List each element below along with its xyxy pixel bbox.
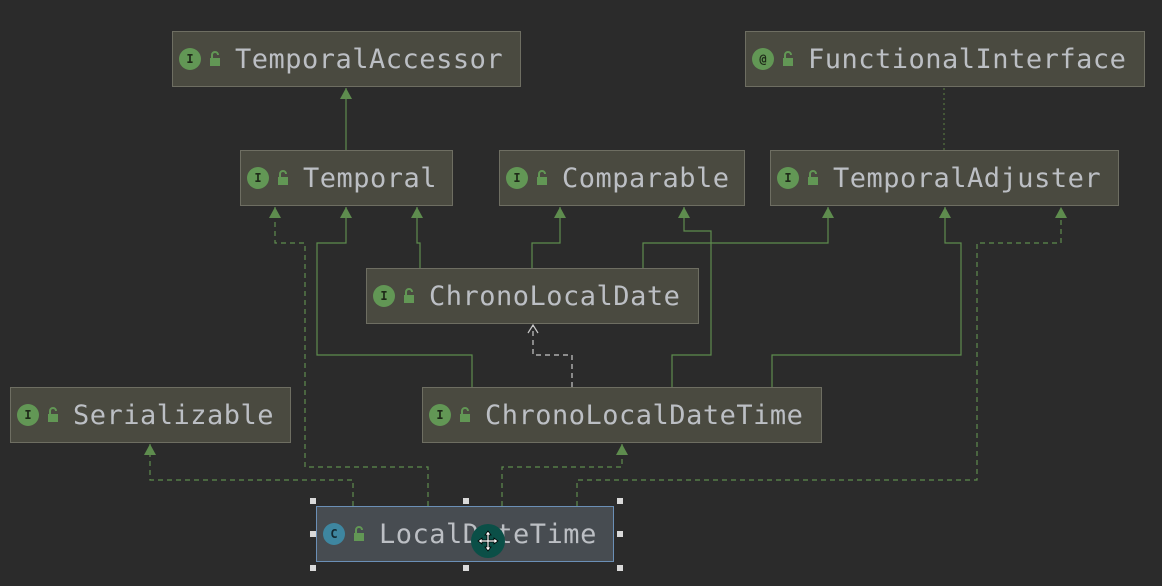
resize-handle-middle-left[interactable] (310, 531, 316, 537)
node-functional-interface[interactable]: @ FunctionalInterface (745, 31, 1145, 87)
interface-icon: I (247, 167, 269, 189)
edge-chrono-local-date-time-to-chrono-local-date (533, 325, 573, 387)
node-label: Serializable (73, 399, 275, 431)
node-label: TemporalAdjuster (833, 162, 1102, 194)
edge-chrono-local-date-to-temporal-adjuster (642, 207, 834, 268)
edge-chrono-local-date-to-temporal (411, 207, 423, 268)
public-lock-icon (783, 51, 793, 66)
node-comparable[interactable]: I Comparable (499, 150, 745, 206)
public-lock-icon (210, 51, 220, 66)
public-lock-icon (404, 288, 414, 303)
interface-icon: I (373, 285, 395, 307)
public-lock-icon (537, 170, 547, 185)
resize-handle-middle-right[interactable] (617, 531, 623, 537)
edge-chrono-local-date-time-to-comparable (671, 207, 712, 387)
resize-handle-bottom-right[interactable] (617, 565, 623, 571)
public-lock-icon (460, 407, 470, 422)
interface-icon: I (506, 167, 528, 189)
resize-handle-bottom-left[interactable] (310, 565, 316, 571)
node-chrono-local-date[interactable]: I ChronoLocalDate (366, 268, 699, 324)
node-label: Temporal (303, 162, 438, 194)
node-label: ChronoLocalDate (429, 280, 681, 312)
edge-local-date-time-to-temporal (269, 207, 429, 506)
node-temporal-accessor[interactable]: I TemporalAccessor (172, 31, 521, 87)
node-label: FunctionalInterface (808, 43, 1127, 75)
interface-icon: I (179, 48, 201, 70)
node-label: Comparable (562, 162, 730, 194)
edge-chrono-local-date-time-to-temporal (316, 207, 473, 387)
class-icon: C (323, 523, 345, 545)
resize-handle-top-center[interactable] (463, 498, 469, 504)
public-lock-icon (808, 170, 818, 185)
resize-handle-top-right[interactable] (617, 498, 623, 504)
node-chrono-local-date-time[interactable]: I ChronoLocalDateTime (422, 387, 822, 443)
interface-icon: I (777, 167, 799, 189)
node-local-date-time[interactable]: C LocalDateTime (316, 506, 614, 562)
edge-local-date-time-to-serializable (144, 444, 354, 506)
annotation-icon: @ (752, 48, 774, 70)
edge-local-date-time-to-temporal-adjuster (576, 207, 1067, 506)
edge-chrono-local-date-time-to-temporal-adjuster (771, 207, 962, 387)
move-cursor-icon (471, 524, 505, 558)
node-serializable[interactable]: I Serializable (10, 387, 291, 443)
resize-handle-bottom-center[interactable] (463, 565, 469, 571)
node-label: TemporalAccessor (235, 43, 504, 75)
public-lock-icon (48, 407, 58, 422)
node-label: ChronoLocalDateTime (485, 399, 804, 431)
node-temporal-adjuster[interactable]: I TemporalAdjuster (770, 150, 1119, 206)
public-lock-icon (354, 526, 364, 541)
public-lock-icon (278, 170, 288, 185)
interface-icon: I (17, 404, 39, 426)
edge-local-date-time-to-chrono-local-date-time (501, 444, 628, 506)
interface-icon: I (429, 404, 451, 426)
resize-handle-top-left[interactable] (310, 498, 316, 504)
edge-chrono-local-date-to-comparable (531, 207, 566, 268)
node-temporal[interactable]: I Temporal (240, 150, 453, 206)
